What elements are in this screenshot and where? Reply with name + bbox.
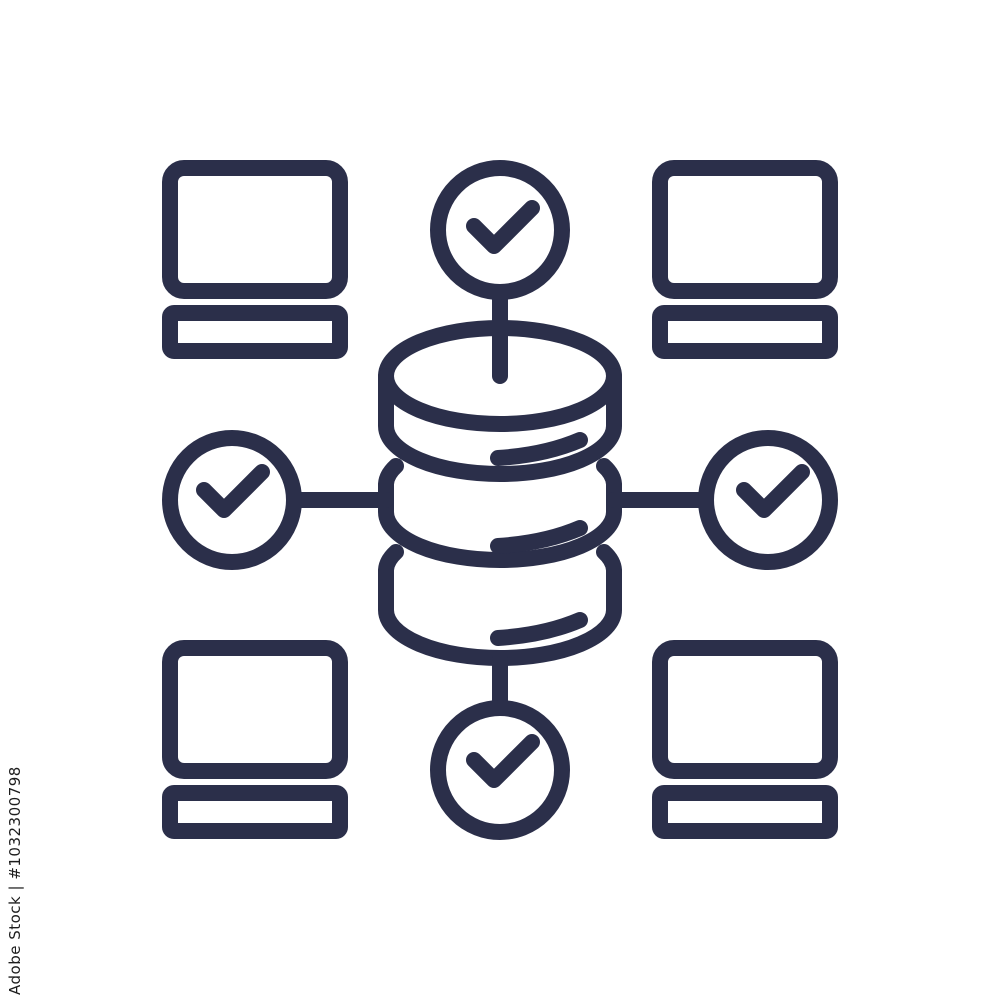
checkmark-circle-icon [162, 430, 302, 570]
stock-id-label: Adobe Stock | #1032300798 [6, 766, 24, 995]
laptop-icon [652, 640, 838, 839]
checkmark-circle-icon [430, 160, 570, 300]
checkmark-circle-icon [698, 430, 838, 570]
laptop-icon [652, 160, 838, 359]
laptop-icon [162, 640, 348, 839]
laptop-icon [162, 160, 348, 359]
checkmark-circle-icon [430, 700, 570, 840]
